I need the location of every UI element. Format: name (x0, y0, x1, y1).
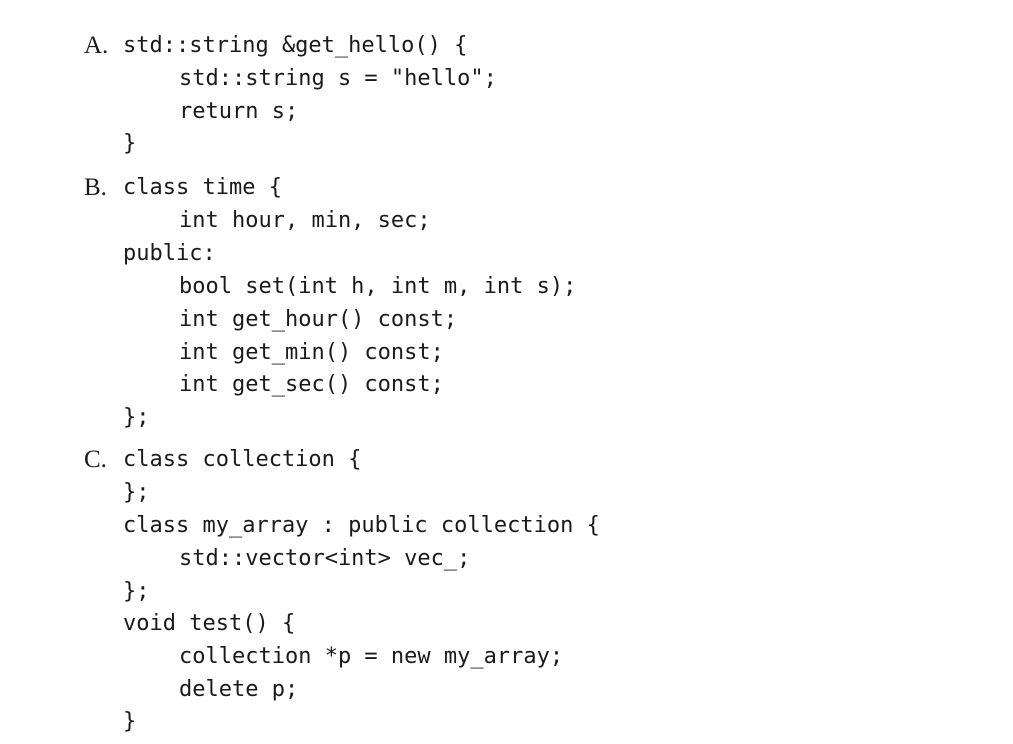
code-line: int get_hour() const; (179, 307, 458, 332)
code-line: std::string &get_hello() { (123, 33, 468, 58)
option-label: C. (84, 446, 107, 473)
code-line: collection *p = new my_array; (179, 644, 564, 669)
option-label: B. (84, 174, 107, 201)
code-line: class time { (123, 175, 282, 200)
code-line: int get_sec() const; (179, 372, 444, 397)
code-line: std::string s = "hello"; (179, 66, 497, 91)
code-line: int get_min() const; (179, 340, 444, 365)
code-line: void test() { (123, 611, 296, 636)
code-line: return s; (179, 99, 299, 124)
code-line: } (123, 131, 137, 156)
code-line: } (123, 709, 137, 734)
code-line: }; (123, 405, 150, 430)
code-line: delete p; (179, 677, 299, 702)
code-line: }; (123, 480, 150, 505)
option-label: A. (84, 32, 109, 59)
code-line: int hour, min, sec; (179, 208, 431, 233)
code-line: class my_array : public collection { (123, 513, 600, 538)
code-line: }; (123, 579, 150, 604)
code-line: bool set(int h, int m, int s); (179, 274, 577, 299)
code-line: public: (123, 241, 216, 266)
code-line: std::vector<int> vec_; (179, 546, 471, 571)
code-line: class collection { (123, 447, 362, 472)
